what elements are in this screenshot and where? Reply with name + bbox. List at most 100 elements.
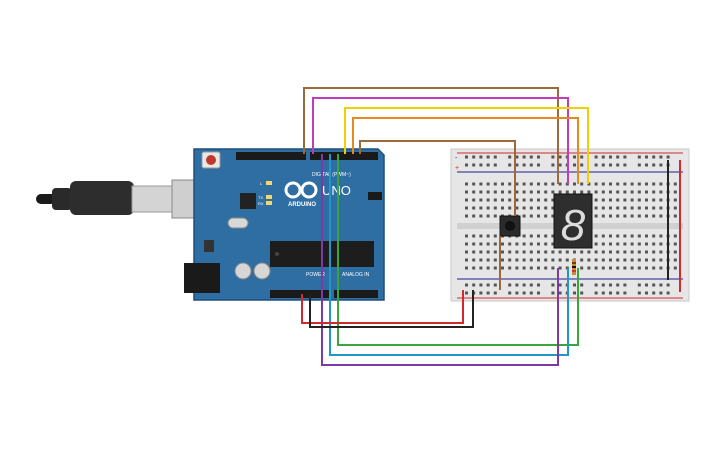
breadboard-hole bbox=[529, 242, 533, 246]
wire-purple[interactable] bbox=[321, 154, 559, 366]
push-button[interactable] bbox=[499, 215, 521, 237]
breadboard-hole bbox=[558, 155, 562, 159]
l-label: L bbox=[260, 181, 263, 186]
breadboard-hole bbox=[573, 291, 576, 295]
breadboard-hole bbox=[573, 155, 576, 159]
breadboard-hole bbox=[551, 214, 555, 218]
breadboard-hole bbox=[573, 250, 576, 254]
breadboard-hole bbox=[508, 198, 512, 202]
breadboard-hole bbox=[551, 155, 555, 159]
breadboard-hole bbox=[515, 283, 519, 287]
breadboard-hole bbox=[479, 206, 483, 210]
breadboard-hole bbox=[551, 163, 555, 167]
breadboard-hole bbox=[652, 283, 656, 287]
breadboard-hole bbox=[515, 258, 519, 262]
breadboard-hole bbox=[601, 163, 605, 167]
breadboard-hole bbox=[616, 182, 620, 186]
breadboard-hole bbox=[479, 258, 483, 262]
breadboard-hole bbox=[580, 155, 584, 159]
breadboard-hole bbox=[594, 266, 598, 270]
breadboard-hole bbox=[493, 163, 497, 167]
wire-blue[interactable] bbox=[329, 154, 569, 356]
breadboard-hole bbox=[479, 198, 483, 202]
power-jack[interactable] bbox=[184, 263, 220, 293]
breadboard-hole bbox=[551, 206, 555, 210]
breadboard-hole bbox=[465, 234, 468, 238]
breadboard-hole bbox=[551, 283, 555, 287]
breadboard-hole bbox=[544, 266, 548, 270]
breadboard-hole bbox=[580, 250, 584, 254]
breadboard-hole bbox=[508, 182, 512, 186]
breadboard-hole bbox=[623, 206, 627, 210]
breadboard-hole bbox=[601, 190, 605, 194]
breadboard-hole bbox=[537, 190, 540, 194]
breadboard-hole bbox=[594, 206, 598, 210]
breadboard-hole bbox=[637, 283, 641, 287]
breadboard-hole bbox=[601, 155, 605, 159]
breadboard-hole bbox=[594, 283, 598, 287]
breadboard-hole bbox=[558, 190, 562, 194]
breadboard-hole bbox=[637, 258, 641, 262]
breadboard-hole bbox=[493, 182, 497, 186]
wire-orange[interactable] bbox=[352, 117, 579, 184]
breadboard-hole bbox=[673, 190, 677, 194]
breadboard-hole bbox=[609, 234, 612, 238]
breadboard-hole bbox=[601, 198, 605, 202]
breadboard-hole bbox=[486, 266, 490, 270]
breadboard-hole bbox=[479, 163, 483, 167]
arduino-board[interactable]: ARDUINO UNO DIGITAL (PWM~) TX RX L bbox=[184, 148, 385, 301]
breadboard-hole bbox=[537, 155, 540, 159]
breadboard-hole bbox=[616, 242, 620, 246]
arduino-brand-text: ARDUINO bbox=[288, 202, 316, 208]
wire-brown[interactable] bbox=[303, 87, 559, 184]
breadboard-hole bbox=[601, 206, 605, 210]
breadboard-hole bbox=[645, 266, 648, 270]
breadboard-hole bbox=[659, 283, 663, 287]
breadboard-hole bbox=[537, 182, 540, 186]
breadboard-hole bbox=[666, 155, 670, 159]
breadboard-hole bbox=[493, 242, 497, 246]
wires bbox=[301, 87, 681, 366]
breadboard-hole bbox=[486, 242, 490, 246]
breadboard-hole bbox=[472, 182, 476, 186]
breadboard-hole bbox=[673, 242, 677, 246]
breadboard-hole bbox=[515, 242, 519, 246]
breadboard-hole bbox=[573, 190, 576, 194]
wire-magenta[interactable] bbox=[312, 97, 569, 184]
breadboard-hole bbox=[558, 182, 562, 186]
breadboard-hole bbox=[623, 182, 627, 186]
breadboard-hole bbox=[501, 258, 504, 262]
breadboard-hole bbox=[616, 291, 620, 295]
wire-brown-button[interactable] bbox=[359, 140, 516, 216]
wire-black[interactable] bbox=[309, 290, 474, 328]
breadboard-hole bbox=[587, 250, 591, 254]
breadboard-hole bbox=[601, 214, 605, 218]
breadboard-hole bbox=[501, 250, 504, 254]
breadboard-hole bbox=[472, 190, 476, 194]
breadboard-hole bbox=[601, 283, 605, 287]
breadboard-hole bbox=[544, 242, 548, 246]
wire-red[interactable] bbox=[301, 290, 464, 324]
breadboard-hole bbox=[609, 198, 612, 202]
rx-label: RX bbox=[258, 201, 264, 206]
wire-green[interactable] bbox=[337, 154, 579, 346]
breadboard-hole bbox=[551, 190, 555, 194]
breadboard-hole bbox=[544, 182, 548, 186]
breadboard-hole bbox=[558, 291, 562, 295]
breadboard-hole bbox=[472, 163, 476, 167]
wire-yellow[interactable] bbox=[344, 107, 589, 184]
breadboard-hole bbox=[551, 291, 555, 295]
breadboard-hole bbox=[601, 266, 605, 270]
breadboard-hole bbox=[544, 190, 548, 194]
breadboard-hole bbox=[465, 291, 468, 295]
breadboard-hole bbox=[537, 214, 540, 218]
power-label: POWER bbox=[306, 272, 325, 278]
breadboard-hole bbox=[537, 206, 540, 210]
breadboard-hole bbox=[645, 198, 648, 202]
breadboard-hole bbox=[493, 190, 497, 194]
breadboard-hole bbox=[594, 198, 598, 202]
breadboard-hole bbox=[522, 242, 526, 246]
breadboard-hole bbox=[637, 250, 641, 254]
breadboard-hole bbox=[630, 190, 634, 194]
breadboard-hole bbox=[508, 266, 512, 270]
